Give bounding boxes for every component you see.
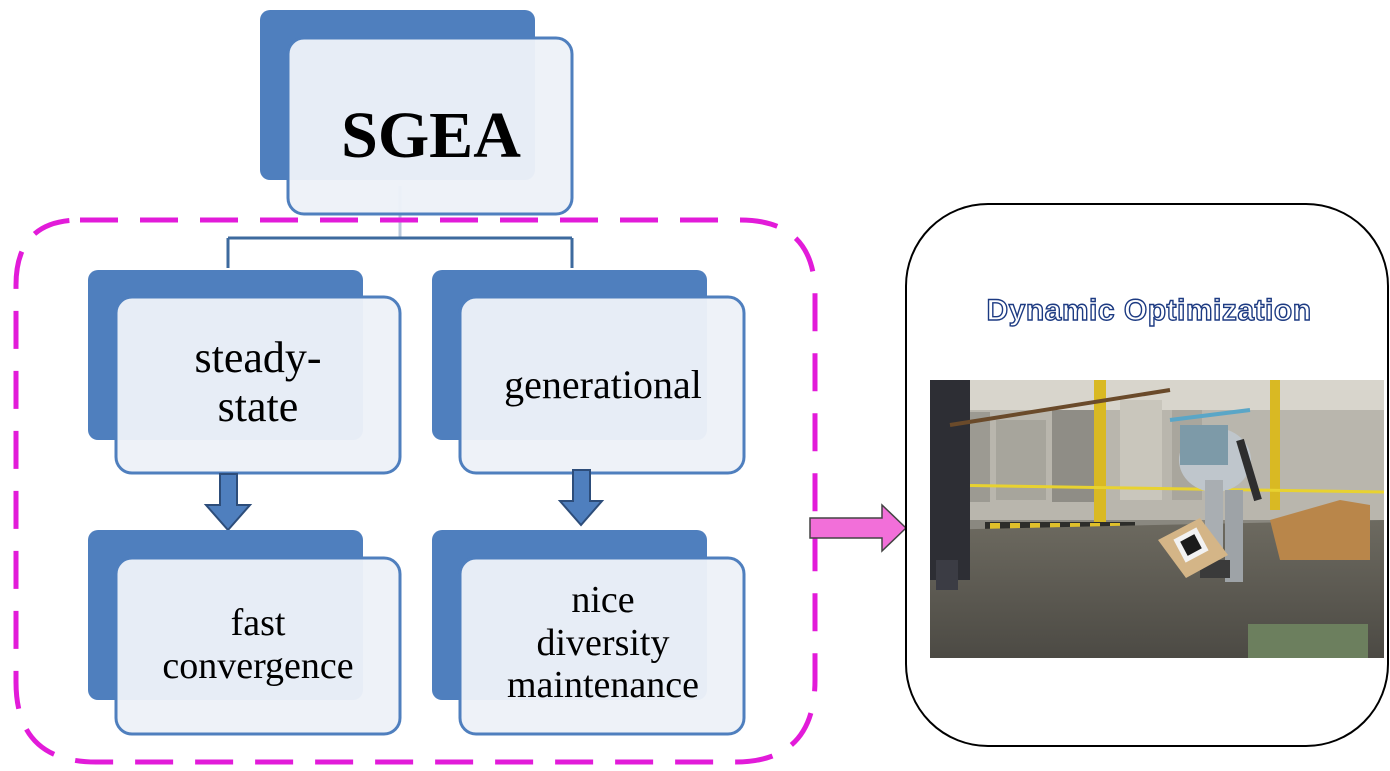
down-arrow-left [203, 473, 253, 532]
steady-state-line2: state [217, 382, 299, 431]
fast-convergence-node [88, 530, 402, 736]
generational-node [432, 270, 746, 475]
right-arrow [809, 503, 908, 553]
dashed-group-outline [13, 217, 818, 765]
diversity-maintenance-line3: maintenance [506, 664, 699, 707]
generational-label: generational [504, 361, 702, 407]
sgea-label: SGEA [341, 99, 521, 173]
steady-state-node [88, 270, 402, 475]
steady-state-label: steady- state [120, 302, 396, 462]
fast-convergence-line1: fast [230, 602, 286, 645]
steady-state-line1: steady- [194, 332, 322, 382]
diversity-maintenance-line1: nice [571, 579, 635, 622]
application-title: Dynamic Optimization [986, 294, 1312, 328]
diversity-maintenance-label: nice diversity maintenance [462, 558, 744, 728]
fast-convergence-line2: convergence [162, 645, 354, 687]
diversity-maintenance-node [432, 530, 746, 736]
diversity-maintenance-line2: diversity [536, 621, 670, 664]
sgea-node [260, 10, 574, 216]
fast-convergence-label: fast convergence [120, 560, 396, 730]
robot-photo [930, 380, 1385, 658]
down-arrow-right [557, 469, 605, 527]
